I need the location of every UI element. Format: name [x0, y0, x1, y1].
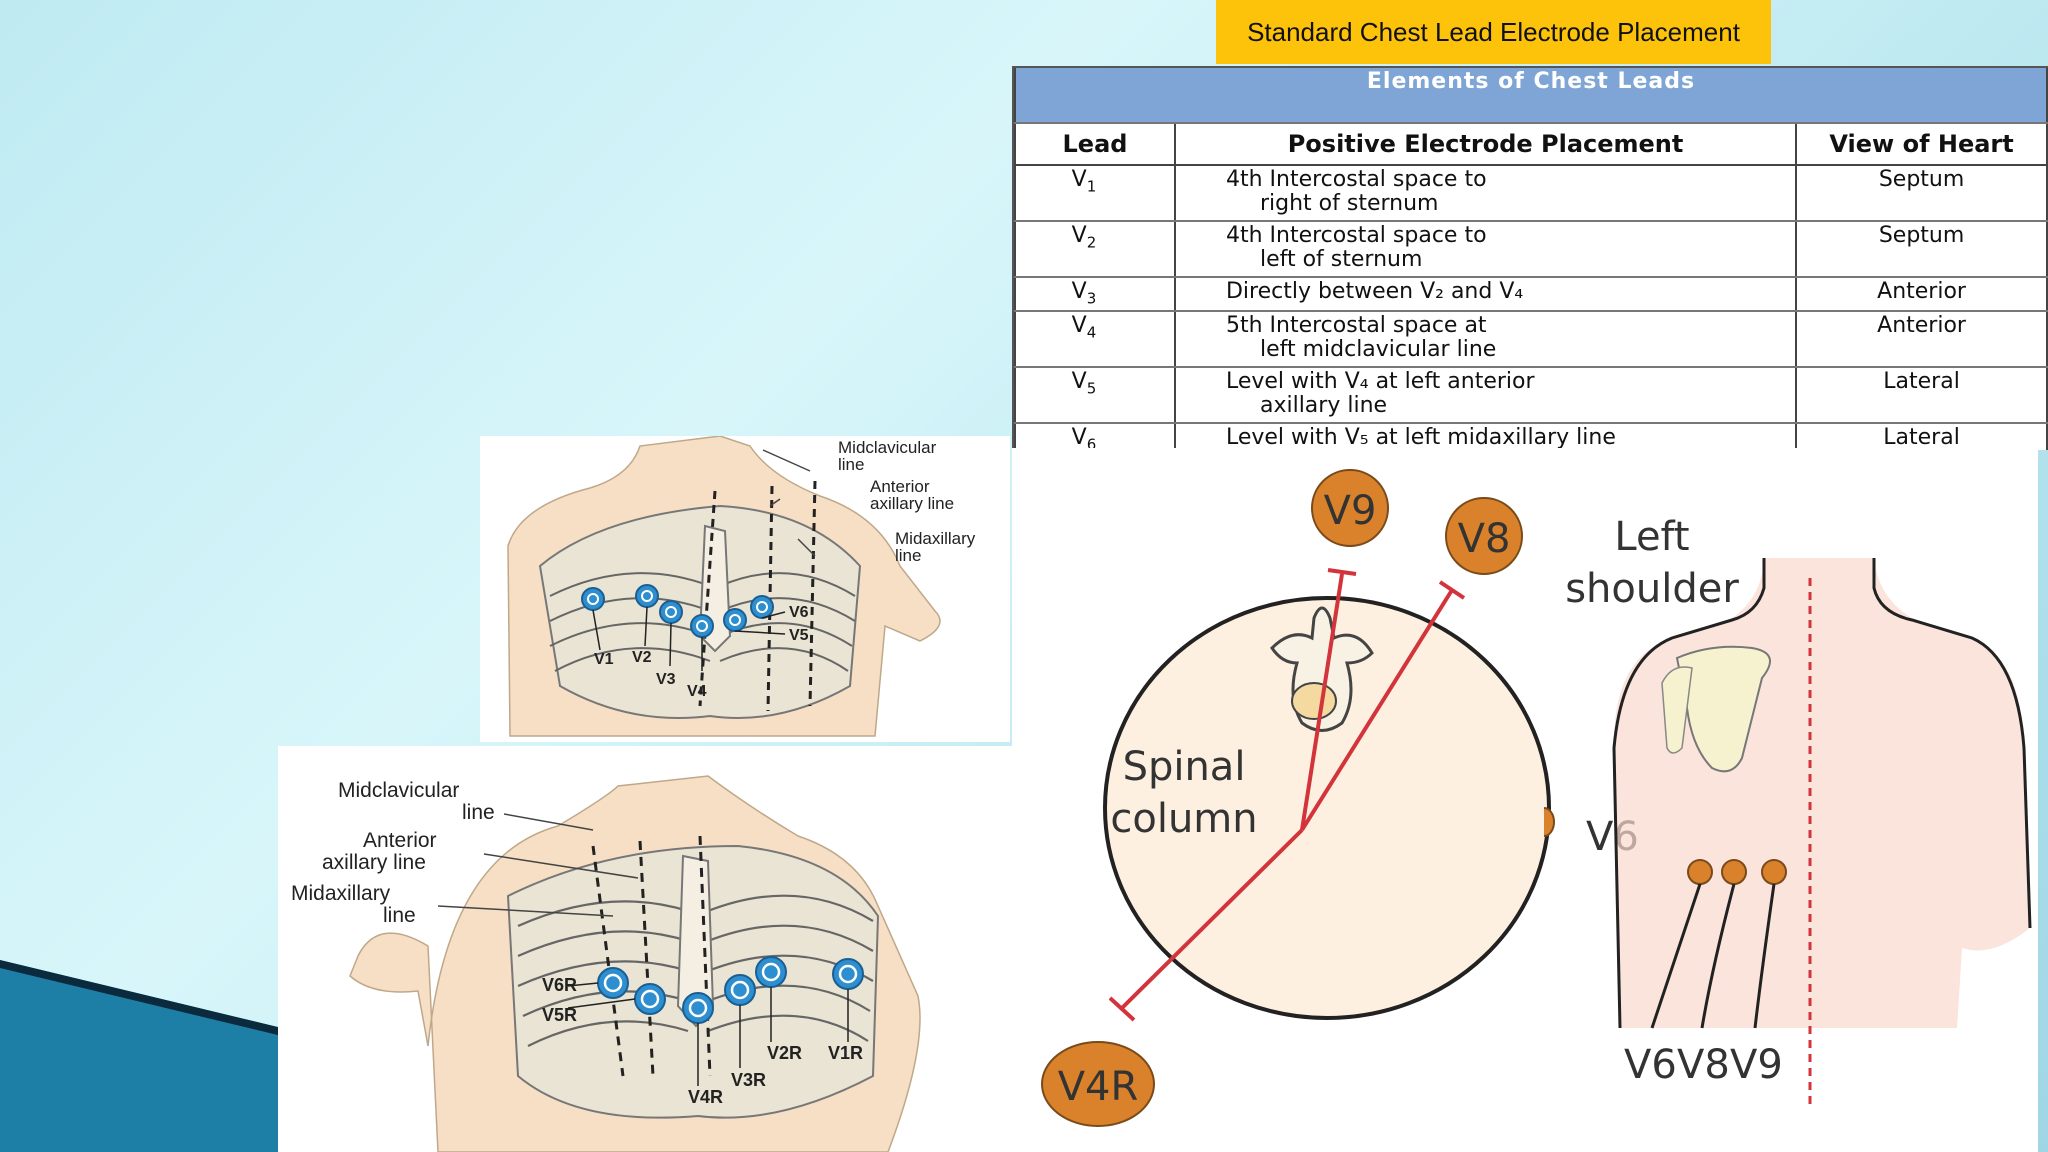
view-of-heart: Septum — [1795, 165, 2048, 222]
label-v3: V3 — [656, 671, 676, 688]
lead-name: V — [1071, 223, 1087, 248]
view-of-heart: Lateral — [1795, 367, 2048, 425]
posterior-leads-diagram: V9 V8 V6 V4R Spinal column Left shoulder… — [1012, 448, 2038, 1152]
label-v1r: V1R — [828, 1043, 863, 1063]
view-of-heart: Anterior — [1795, 277, 2048, 313]
label-v2: V2 — [632, 649, 652, 666]
bottom-midaxillary-label2: line — [383, 904, 416, 927]
top-anterior-label: Anterior — [870, 477, 930, 496]
placement-line1: Level with V₅ at left midaxillary line — [1225, 425, 1616, 450]
shoulder-label: Left — [1614, 514, 1689, 560]
back-label-v9: V9 — [1730, 1042, 1783, 1088]
placement-line2: left midclavicular line — [1259, 337, 1497, 363]
lead-sub: 6 — [1086, 435, 1097, 450]
badge-v8: V8 — [1458, 516, 1511, 562]
spinal-label2: column — [1110, 796, 1257, 842]
back-label-v6: V6 — [1624, 1042, 1677, 1088]
lead-name: V — [1071, 279, 1087, 304]
lead-sub: 4 — [1086, 323, 1097, 342]
lead-name: V — [1071, 425, 1087, 450]
standard-chest-diagram: Midclavicular line Anterior axillary lin… — [480, 436, 1010, 742]
label-v4r: V4R — [688, 1087, 723, 1107]
bottom-midclavicular-label: Midclavicular — [338, 779, 459, 802]
label-v5r: V5R — [542, 1005, 577, 1025]
back-label-v8: V8 — [1677, 1042, 1730, 1088]
placement-line1: 4th Intercostal space to — [1225, 167, 1487, 192]
lead-sub: 3 — [1086, 289, 1097, 308]
bottom-midaxillary-label: Midaxillary — [291, 882, 391, 905]
header-placement: Positive Electrode Placement — [1173, 122, 1798, 166]
lead-sub: 5 — [1086, 379, 1097, 398]
lead-name: V — [1071, 313, 1087, 339]
placement-line1: Directly between V₂ and V₄ — [1225, 279, 1524, 304]
table-caption: Elements of Chest Leads — [1014, 68, 2048, 124]
placement-line1: Level with V₄ at left anterior — [1225, 369, 1535, 395]
top-midclavicular-label: Midclavicular — [838, 438, 937, 457]
spinal-label: Spinal — [1123, 744, 1246, 790]
right-sided-chest-diagram: Midclavicular line Anterior axillary lin… — [278, 746, 1012, 1152]
lead-name: V — [1071, 369, 1087, 395]
label-v1: V1 — [594, 651, 614, 668]
bottom-anterior-label: Anterior — [363, 829, 437, 852]
label-v6: V6 — [789, 604, 809, 621]
lead-sub: 2 — [1086, 233, 1097, 252]
placement-line1: 4th Intercostal space to — [1225, 223, 1487, 248]
top-midclavicular-label2: line — [838, 455, 864, 474]
header-view: View of Heart — [1795, 122, 2048, 166]
top-anterior-label2: axillary line — [870, 494, 954, 513]
bottom-anterior-label2: axillary line — [322, 851, 426, 874]
shoulder-label2: shoulder — [1565, 566, 1739, 612]
top-midaxillary-label2: line — [895, 546, 921, 565]
placement-line2: left of sternum — [1259, 247, 1423, 272]
view-of-heart: Anterior — [1795, 311, 2048, 369]
lead-sub: 1 — [1086, 177, 1097, 196]
header-lead: Lead — [1014, 122, 1176, 166]
label-v5: V5 — [789, 627, 809, 644]
label-v4: V4 — [687, 683, 707, 700]
background-swoosh — [0, 960, 290, 1152]
bottom-midclavicular-label2: line — [462, 801, 495, 824]
table-row: V3 Directly between V₂ and V₄ Anterior — [1014, 277, 2048, 313]
badge-v4r: V4R — [1058, 1064, 1139, 1110]
top-midaxillary-label: Midaxillary — [895, 529, 976, 548]
placement-line2: axillary line — [1259, 393, 1388, 419]
view-of-heart: Lateral — [1795, 423, 2048, 450]
lead-name: V — [1071, 167, 1087, 192]
placement-line1: 5th Intercostal space at — [1225, 313, 1487, 339]
label-v2r: V2R — [767, 1043, 802, 1063]
label-v3r: V3R — [731, 1070, 766, 1090]
label-v6r: V6R — [542, 975, 577, 995]
placement-line2: right of sternum — [1259, 191, 1439, 216]
slide-title: Standard Chest Lead Electrode Placement — [1216, 0, 1771, 64]
chest-leads-table: Elements of Chest Leads Lead Positive El… — [1012, 66, 2048, 450]
badge-v9: V9 — [1324, 488, 1377, 534]
table-row: V6 Level with V₅ at left midaxillary lin… — [1014, 423, 2048, 450]
view-of-heart: Septum — [1795, 221, 2048, 278]
